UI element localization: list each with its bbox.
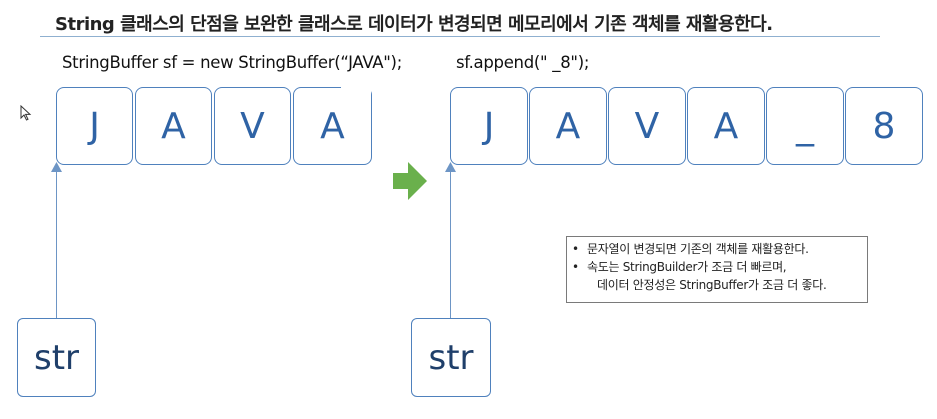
char-box: V	[214, 87, 291, 165]
reference-variable-box: str	[17, 318, 96, 397]
reference-arrow-head	[445, 162, 456, 172]
append-call: sf.append(" _8");	[456, 53, 590, 72]
char-label: A	[161, 105, 186, 147]
char-box: V	[608, 87, 686, 165]
char-box: J	[450, 87, 528, 165]
char-box: A	[687, 87, 765, 165]
char-box: A	[135, 87, 212, 165]
reference-variable-box: str	[411, 318, 491, 397]
stringbuffer-declaration: StringBuffer sf = new StringBuffer(“JAVA…	[62, 53, 402, 72]
char-label: A	[713, 105, 739, 147]
cursor-icon	[20, 105, 32, 121]
note-item: • 속도는 StringBuilder가 조금 더 빠르며,	[567, 258, 867, 276]
page-title: String 클래스의 단점을 보완한 클래스로 데이터가 변경되면 메모리에서…	[55, 14, 773, 35]
note-text: 문자열이 변경되면 기존의 객체를 재활용한다.	[587, 242, 809, 256]
note-item: • 문자열이 변경되면 기존의 객체를 재활용한다.	[567, 240, 867, 258]
animation-mask	[341, 86, 371, 113]
char-label: A	[320, 105, 345, 147]
char-label: A	[555, 105, 581, 147]
char-box: J	[56, 87, 133, 165]
bullet: •	[572, 242, 579, 256]
char-label: 8	[872, 105, 896, 147]
char-box: _	[766, 87, 844, 165]
char-label: V	[634, 105, 660, 147]
reference-variable-label: str	[428, 337, 474, 378]
char-box: 8	[845, 87, 923, 165]
reference-arrow-head	[51, 162, 62, 172]
char-label: J	[89, 105, 100, 147]
note-text-continued: 데이터 안정성은 StringBuffer가 조금 더 좋다.	[597, 278, 827, 292]
title-divider	[40, 36, 880, 37]
reference-arrow-line	[450, 170, 451, 320]
reference-variable-label: str	[33, 337, 80, 378]
char-label: _	[796, 105, 814, 147]
green-right-arrow-icon	[393, 162, 427, 200]
bullet: •	[572, 260, 579, 274]
note-text: 속도는 StringBuilder가 조금 더 빠르며,	[587, 260, 787, 274]
char-label: J	[483, 105, 495, 147]
note-box: • 문자열이 변경되면 기존의 객체를 재활용한다. • 속도는 StringBui…	[566, 236, 868, 303]
reference-arrow-line	[56, 170, 57, 320]
char-box: A	[529, 87, 607, 165]
char-label: V	[240, 105, 265, 147]
